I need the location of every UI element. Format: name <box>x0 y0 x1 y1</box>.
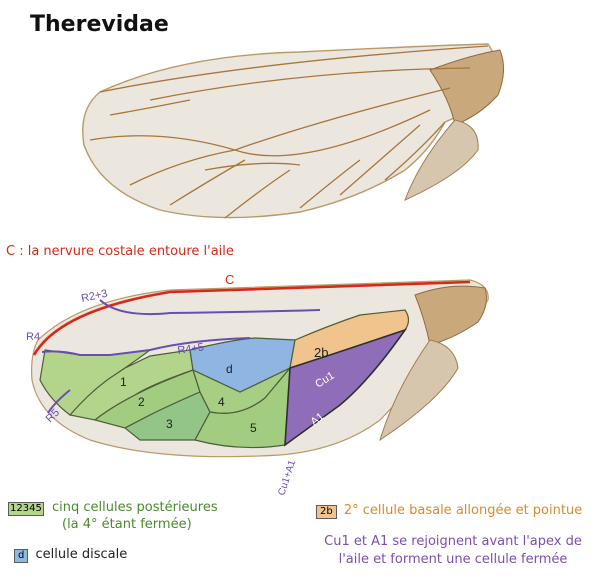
swatch-num-1: 1 <box>10 503 17 514</box>
legend-cu-line2: l'aile et forment une cellule fermée <box>338 552 568 567</box>
top-wing <box>82 43 504 219</box>
label-c: C <box>225 272 234 287</box>
cell-label-5: 5 <box>250 421 257 435</box>
vein-r4 <box>41 337 251 356</box>
legend-discal-text: cellule discale <box>35 547 128 562</box>
top-wing-veins <box>89 45 489 219</box>
discal-cell-fill <box>189 337 296 393</box>
label-r23: R2+3 <box>80 288 109 305</box>
bottom-wing <box>31 279 489 458</box>
figure-title: Therevidae <box>30 12 169 37</box>
cell-label-2b: 2b <box>314 345 328 360</box>
legend-posterior-line2: (la 4° étant fermée) <box>62 517 192 532</box>
label-cu1a1: Cu1+A1 <box>276 458 298 496</box>
swatch-basal-2b: 2b <box>316 505 337 519</box>
legend-basal-text: 2° cellule basale allongée et pointue <box>343 503 583 518</box>
legend-basal-cell: 2b 2° cellule basale allongée et pointue <box>316 503 582 519</box>
legend-cu-line1: Cu1 et A1 se rejoignent avant l'apex de <box>324 534 582 549</box>
cell-label-1: 1 <box>120 375 127 389</box>
legend-cu1-a1: Cu1 et A1 se rejoignent avant l'apex de … <box>310 533 596 569</box>
legend-discal-cell: d cellule discale <box>14 547 127 563</box>
highlighted-veins <box>41 299 321 414</box>
legend-posterior-cells: 12345 cinq cellules postérieures <box>8 500 218 516</box>
legend-posterior-line1: cinq cellules postérieures <box>52 500 218 515</box>
cell-label-4: 4 <box>218 395 225 409</box>
cell-label-d: d <box>226 362 233 376</box>
costal-caption: C : la nervure costale entoure l'aile <box>6 244 234 259</box>
cell-label-2: 2 <box>138 395 145 409</box>
label-r45: R4+5 <box>177 341 205 357</box>
swatch-discal: d <box>14 549 29 563</box>
vein-r5 <box>47 389 71 414</box>
vein-r23 <box>99 299 321 316</box>
costal-vein-c <box>32 280 471 356</box>
swatch-num-3: 3 <box>22 503 30 514</box>
swatch-posterior: 12345 <box>8 502 44 516</box>
swatch-num-4: 4 <box>29 503 36 514</box>
cell-label-3: 3 <box>166 417 173 431</box>
swatch-num-2: 2 <box>16 503 23 514</box>
bottom-wing-base <box>414 285 487 346</box>
swatch-num-5: 5 <box>35 503 42 514</box>
top-wing-alula <box>404 119 479 201</box>
label-r4: R4 <box>26 331 40 343</box>
bottom-wing-alula <box>379 339 459 442</box>
cu1-a1-cell-fill <box>284 328 408 447</box>
